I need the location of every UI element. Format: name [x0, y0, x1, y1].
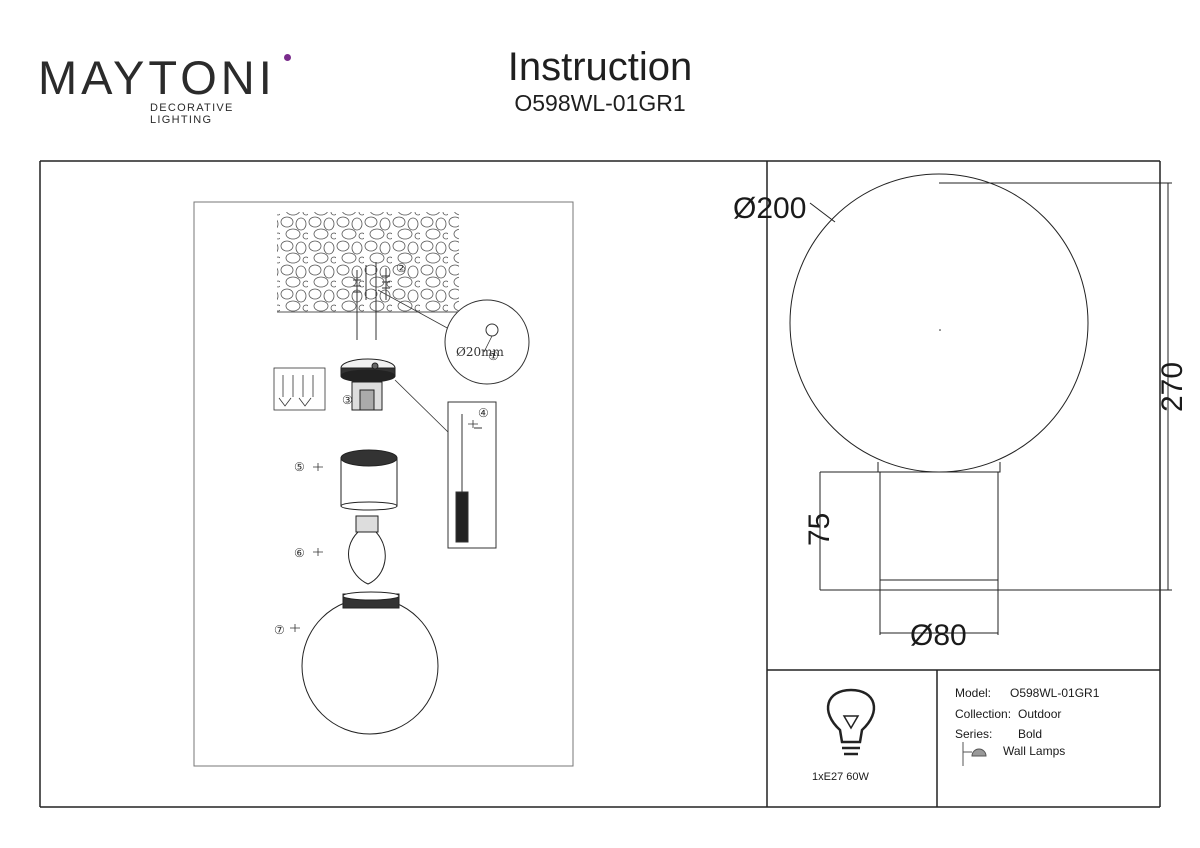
bulb-spec: 1xE27 60W: [812, 771, 869, 783]
drill-detail: [377, 289, 530, 385]
step-2-label: ②: [396, 261, 407, 275]
model-code: O598WL-01GR1: [514, 90, 686, 116]
brand-dot-icon: [284, 54, 291, 61]
base-cylinder: [340, 449, 398, 511]
bulb-part: [348, 515, 386, 585]
globe-part: [301, 591, 439, 735]
total-height-label: 270: [1156, 362, 1189, 412]
assembly-panel: [193, 201, 574, 767]
model-value: O598WL-01GR1: [1010, 686, 1100, 700]
step-3-label: ③: [342, 393, 353, 407]
step-6-label: ⑥: [294, 546, 305, 560]
screw-marks: [290, 420, 478, 632]
step-7-label: ⑦: [274, 623, 285, 637]
lamp-type-value: Wall Lamps: [1003, 744, 1066, 758]
wall-lamp-icon: [962, 742, 987, 766]
step-4-label: ④: [478, 406, 489, 420]
mounting-plate: [340, 358, 396, 411]
wall-texture: [277, 212, 459, 312]
collection-value: Outdoor: [1018, 707, 1062, 721]
base-height-label: 75: [803, 513, 836, 546]
wiring-detail: [273, 367, 326, 411]
step-5-label: ⑤: [294, 460, 305, 474]
brand-tagline: DECORATIVE LIGHTING: [150, 102, 234, 126]
series-value: Bold: [1018, 727, 1043, 741]
base-diameter-label: Ø80: [910, 619, 967, 652]
drill-note: Ø20mm: [456, 345, 504, 359]
brand-logo: MAYTONI DECORATIVE LIGHTING: [38, 51, 291, 126]
globe-center-mark: [939, 329, 941, 331]
model-label: Model:: [955, 686, 992, 700]
series-label: Series:: [955, 727, 993, 741]
screwdriver-icon: [447, 401, 497, 549]
globe-diameter-label: Ø200: [733, 192, 806, 225]
brand-name: MAYTONI: [38, 51, 276, 104]
outer-frame: [39, 160, 1161, 808]
page-title: Instruction: [507, 45, 693, 89]
bulb-icon: [826, 688, 876, 756]
collection-label: Collection:: [955, 707, 1012, 721]
lamp-dimension-drawing: [789, 173, 1172, 635]
step-1-label: ①: [488, 349, 499, 363]
